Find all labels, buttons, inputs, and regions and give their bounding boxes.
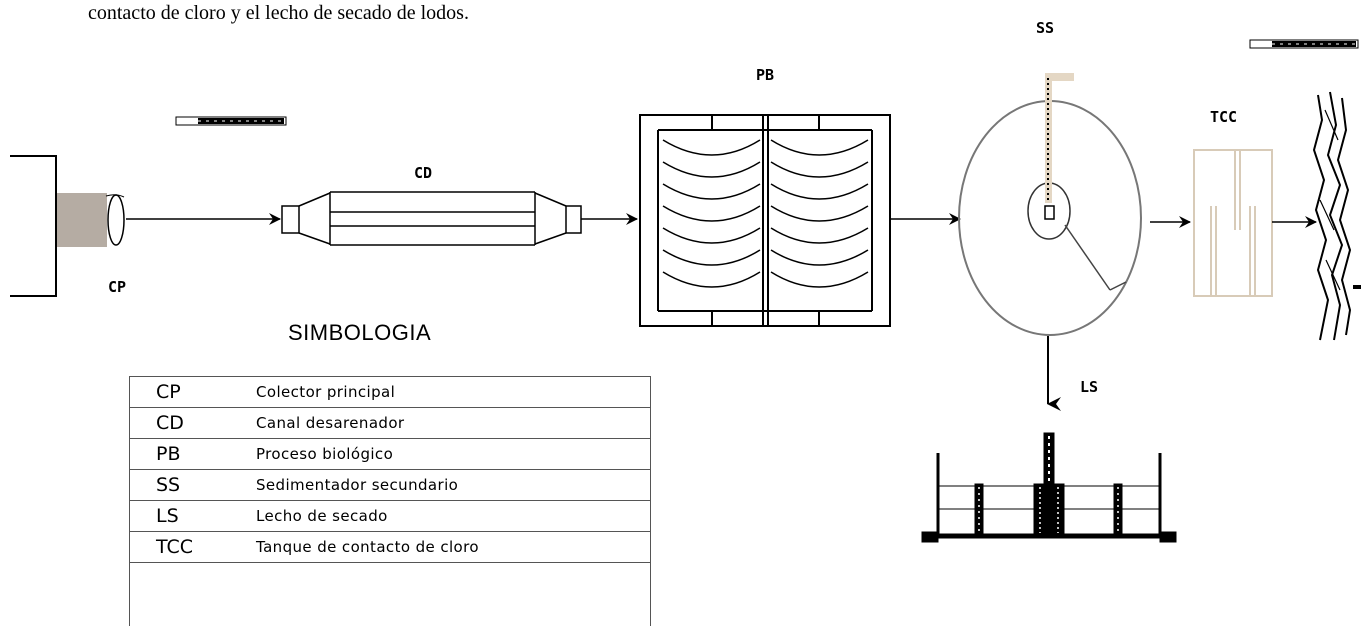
pb-label: PB [756, 66, 774, 84]
ss-secondary-settler [958, 73, 1142, 336]
simbologia-title: SIMBOLOGIA [288, 320, 432, 345]
legend-code: TCC [129, 531, 256, 563]
tcc-label: TCC [1210, 108, 1237, 126]
cd-label: CD [414, 164, 432, 182]
cp-collector [10, 155, 125, 297]
legend-description: Proceso biológico [256, 438, 650, 470]
legend-border-left [129, 376, 130, 626]
legend-code: CP [129, 376, 256, 408]
ls-drying-bed [921, 432, 1177, 543]
legend-border-right [650, 376, 651, 626]
cp-label: CP [108, 278, 126, 296]
legend-code: CD [129, 407, 256, 439]
legend-description: Sedimentador secundario [256, 469, 650, 501]
legend-description: Colector principal [256, 376, 650, 408]
legend-row: TCC Tanque de contacto de cloro [129, 531, 650, 563]
ls-label: LS [1080, 378, 1098, 396]
legend-row: CP Colector principal [129, 376, 650, 408]
cd-channel [281, 191, 582, 246]
legend-code: PB [129, 438, 256, 470]
scale-mark-left [175, 116, 287, 126]
pb-biological-process [639, 114, 891, 327]
legend-row: CD Canal desarenador [129, 407, 650, 439]
tcc-chlorine-contact-tank [1193, 149, 1273, 297]
legend-code: SS [129, 469, 256, 501]
legend-description: Lecho de secado [256, 500, 650, 532]
legend-row: SS Sedimentador secundario [129, 469, 650, 501]
intro-text: contacto de cloro y el lecho de secado d… [88, 2, 469, 24]
scale-mark-right [1249, 39, 1359, 49]
discharge-receiving-body [1312, 91, 1361, 341]
simbologia-table: CP Colector principal CD Canal desarenad… [129, 376, 650, 563]
legend-row: PB Proceso biológico [129, 438, 650, 470]
legend-code: LS [129, 500, 256, 532]
legend-description: Canal desarenador [256, 407, 650, 439]
legend-row: LS Lecho de secado [129, 500, 650, 532]
legend-description: Tanque de contacto de cloro [256, 531, 650, 563]
ss-label: SS [1036, 19, 1054, 37]
